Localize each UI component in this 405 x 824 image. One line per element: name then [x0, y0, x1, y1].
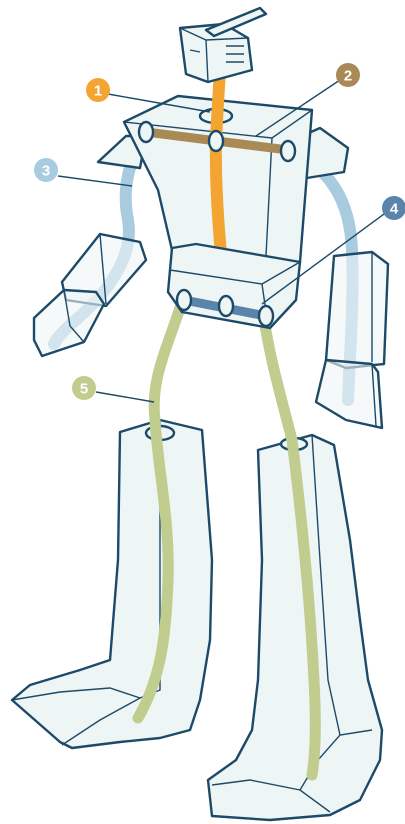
callout-4: 4: [261, 196, 405, 305]
callout-2: 2: [255, 63, 360, 137]
callout-4-number: 4: [390, 201, 399, 218]
left-hip-joint: [175, 288, 193, 312]
right-leg-cable: [258, 312, 321, 781]
left-leg: [10, 418, 214, 750]
callout-5: 5: [72, 376, 155, 403]
callout-3: 3: [34, 158, 133, 187]
callout-5-number: 5: [80, 381, 88, 398]
callout-3-badge: [34, 158, 58, 182]
left-boot: [10, 418, 214, 750]
antenna: [204, 6, 268, 38]
right-boot-edge: [311, 434, 341, 736]
head-vent: [226, 45, 244, 63]
left-leg-cable: [132, 302, 186, 724]
head: [178, 6, 268, 84]
center-shoulder-joint: [207, 129, 225, 153]
right-boot: [206, 433, 384, 822]
left-boot-toe: [11, 687, 141, 701]
head-eye: [189, 49, 201, 53]
callout-5-badge: [72, 376, 96, 400]
callout-1-number: 1: [94, 83, 102, 100]
callout-3-number: 3: [42, 163, 50, 180]
callout-1: 1: [86, 78, 211, 113]
callout-1-badge: [86, 78, 110, 102]
right-shoulder-joint: [279, 139, 297, 163]
right-forearm: [314, 250, 390, 430]
center-hip-joint: [217, 294, 235, 318]
callout-2-badge: [336, 63, 360, 87]
callout-2-number: 2: [344, 68, 352, 85]
left-forearm: [32, 232, 148, 358]
callout-4-badge: [382, 196, 405, 220]
left-shoulder-joint: [137, 120, 155, 144]
right-hip-joint: [257, 304, 275, 328]
right-boot-toe: [211, 779, 331, 813]
